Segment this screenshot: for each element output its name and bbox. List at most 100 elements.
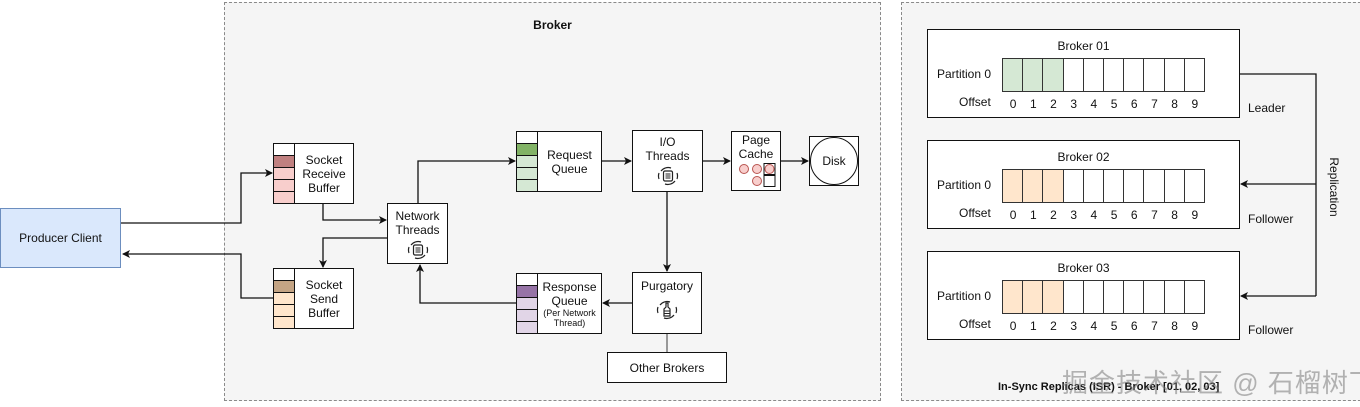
arrow-producer-to-receive [121,169,273,224]
other-brokers[interactable]: Other Brokers [607,352,727,383]
offset-number: 5 [1110,97,1118,111]
buffer-cell [274,192,294,203]
offset-number: 2 [1050,319,1057,333]
socket-send-buffer[interactable]: Socket Send Buffer [273,268,354,329]
offset-number: 3 [1070,319,1077,333]
offset-number: 7 [1151,97,1158,111]
isr-broker-name: Broker 02 [1057,150,1110,164]
producer-client-label: Producer Client [19,231,102,245]
offset-label: Offset [959,206,991,220]
response-queue[interactable]: Response Queue (Per Network Thread) [516,273,602,334]
purgatory-label: Purgatory [640,279,694,293]
buffer-cell [274,180,294,192]
offset-number: 8 [1171,319,1178,333]
queue-cell [517,180,537,191]
buffer-cell [274,168,294,180]
buffer-cell [274,281,294,293]
queue-cell [517,322,537,333]
offset-number: 2 [1050,208,1057,222]
offset-number: 9 [1191,97,1199,111]
offset-label: Offset [959,95,991,109]
response-queue-sub-2: Thread) [553,317,586,328]
offset-number: 1 [1029,319,1037,333]
queue-cell [517,298,537,310]
response-queue-label-1: Response [542,279,597,294]
isr-broker-role: Follower [1248,323,1294,337]
replication-line-leader [1240,73,1317,296]
request-queue-label-2: Queue [551,161,588,176]
purgatory[interactable]: Purgatory [632,272,702,334]
socket-receive-label-2: Receive [302,166,346,181]
offset-number: 3 [1070,97,1077,111]
offset-number: 8 [1171,97,1178,111]
thread-cycle-icon [407,240,428,259]
arrow-receive-to-network [322,204,387,224]
partition-label: Partition 0 [937,178,992,192]
offset-number: 0 [1009,97,1017,111]
offset-number: 9 [1191,208,1199,222]
partition-cells [1002,280,1206,314]
offset-number: 1 [1029,97,1037,111]
offset-number: 7 [1151,319,1158,333]
offset-number: 8 [1171,208,1178,222]
watermark: 掘金技术社区 @ 石榴树下 [1062,368,1360,398]
response-queue-sub-1: (Per Network [543,307,596,318]
network-threads-label-1: Network [395,208,440,223]
thread-cycle-icon [657,166,678,186]
arrow-send-to-producer [122,250,273,299]
offset-number: 7 [1151,208,1158,222]
socket-receive-cells [274,144,295,203]
offset-number: 4 [1090,97,1098,111]
isr-caption: In-Sync Replicas (ISR) - Broker [01, 02,… [998,381,1220,393]
offset-number: 6 [1130,319,1138,333]
socket-send-label-3: Buffer [308,305,340,320]
offset-number: 9 [1191,319,1199,333]
broker-title: Broker [533,18,572,32]
network-threads[interactable]: Network Threads [387,203,448,264]
arrow-network-to-request [417,157,516,203]
offset-number: 2 [1050,97,1057,111]
queue-cell [517,168,537,180]
offset-number: 6 [1130,97,1138,111]
disk[interactable]: Disk [809,136,859,186]
offset-label: Offset [959,317,991,331]
offset-number: 5 [1110,208,1118,222]
isr-broker-name: Broker 03 [1057,261,1110,275]
page-cache[interactable]: Page Cache [731,131,781,191]
io-threads[interactable]: I/O Threads [632,130,703,192]
offset-number: 0 [1009,208,1017,222]
offset-number: 4 [1090,208,1098,222]
partition-cell [1183,58,1206,92]
partition-label: Partition 0 [937,289,992,303]
request-queue[interactable]: Request Queue [516,131,602,192]
queue-cell [517,286,537,298]
io-threads-label-1: I/O [659,135,676,149]
queue-cell [517,310,537,322]
socket-receive-buffer[interactable]: Socket Receive Buffer [273,143,354,204]
socket-receive-label-3: Buffer [308,180,340,195]
partition-cell [1183,280,1206,314]
buffer-cell [274,317,294,328]
page-cache-label-2: Cache [738,147,774,161]
buffer-cell [274,293,294,305]
partition-label: Partition 0 [937,67,992,81]
socket-send-label-2: Send [309,291,339,306]
bottle-cycle-icon [656,300,678,320]
isr-broker-name: Broker 01 [1057,39,1110,53]
cache-pages-icon [739,163,776,187]
offset-number: 0 [1009,319,1017,333]
partition-cell [1183,169,1206,203]
buffer-cell [274,156,294,168]
producer-client[interactable]: Producer Client [0,208,121,268]
isr-broker-role: Follower [1248,212,1294,226]
isr-broker-role: Leader [1248,101,1286,115]
queue-cell [517,156,537,168]
offset-number: 5 [1110,319,1118,333]
other-brokers-label: Other Brokers [629,360,705,375]
